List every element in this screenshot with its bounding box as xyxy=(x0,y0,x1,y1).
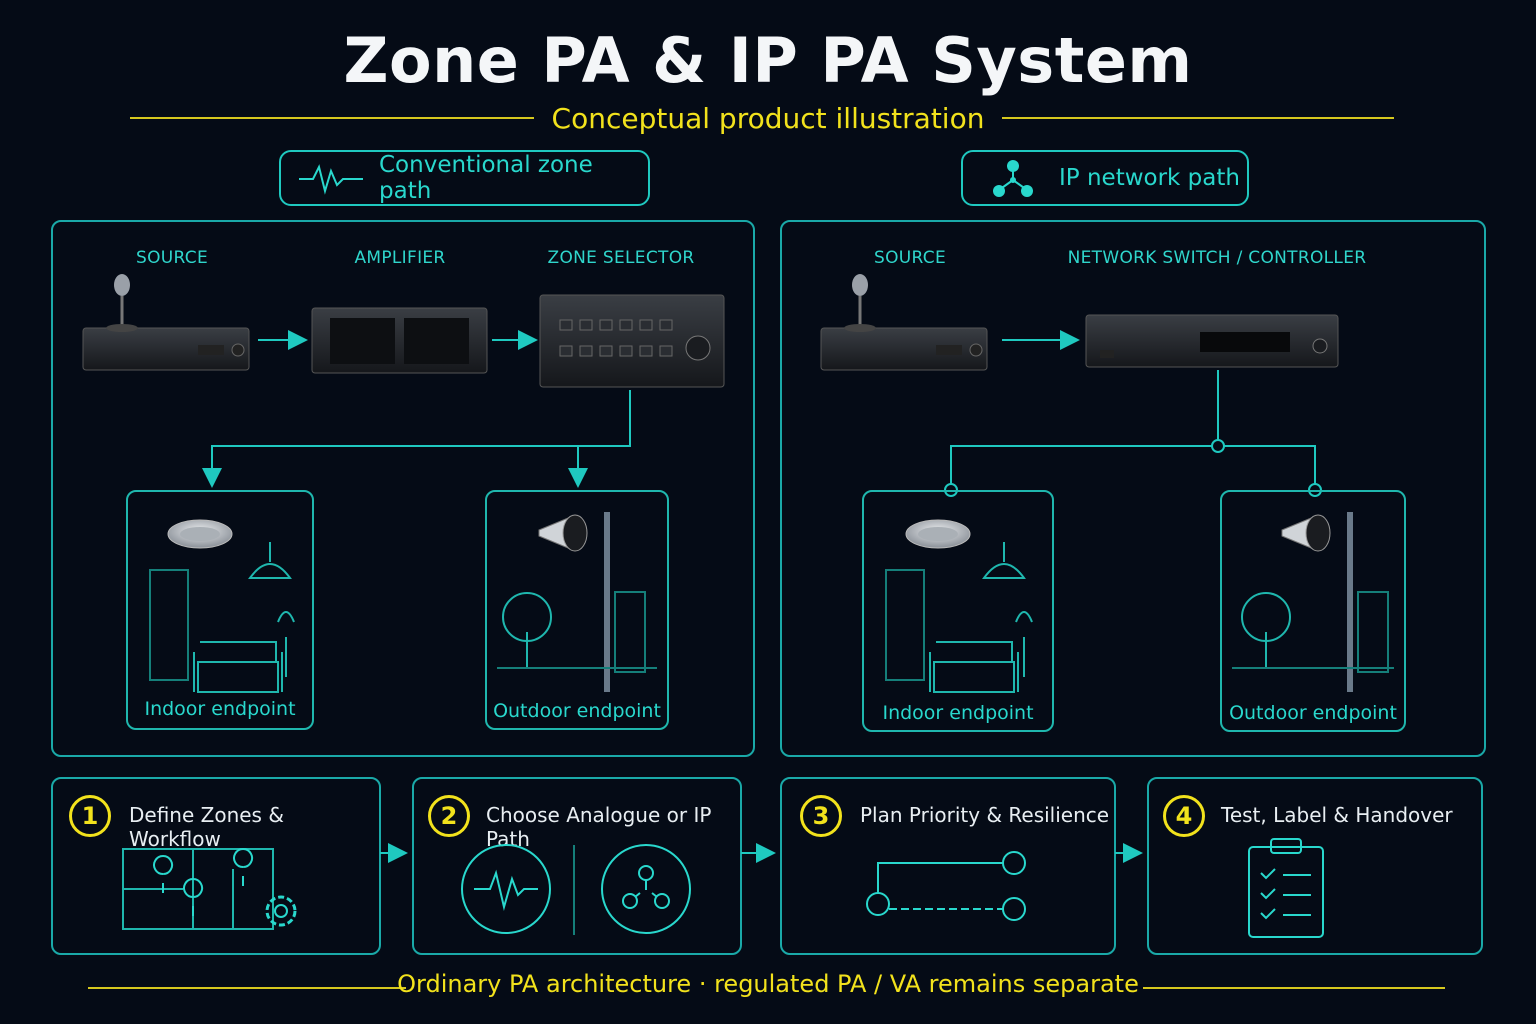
network-switch-label: NETWORK SWITCH / CONTROLLER xyxy=(1067,248,1367,268)
step-4-number: 4 xyxy=(1163,795,1205,837)
ip-panel xyxy=(780,220,1486,757)
ip-outdoor-endpoint: Outdoor endpoint xyxy=(1220,490,1406,732)
step-2-card: 2 Choose Analogue or IP Path xyxy=(412,777,742,955)
indoor-room-illustration xyxy=(885,519,1033,693)
conv-indoor-endpoint: Indoor endpoint xyxy=(126,490,314,730)
step-3-label: Plan Priority & Resilience xyxy=(860,803,1110,827)
conv-source-device xyxy=(82,274,250,371)
amplifier-label: AMPLIFIER xyxy=(354,248,446,268)
footer-note: Ordinary PA architecture · regulated PA … xyxy=(397,970,1139,998)
ip-path-pill: IP network path xyxy=(961,150,1249,206)
page-title: Zone PA & IP PA System xyxy=(343,24,1193,97)
step-2-number: 2 xyxy=(428,795,470,837)
ip-source-device xyxy=(820,274,988,371)
priority-resilience-icon xyxy=(866,851,1026,921)
footer-rule-right xyxy=(1143,987,1445,989)
step-1-label: Define Zones & Workflow xyxy=(129,803,284,851)
outdoor-street-illustration xyxy=(497,512,657,692)
ip-indoor-label: Indoor endpoint xyxy=(882,702,1034,724)
step-1-card: 1 Define Zones & Workflow xyxy=(51,777,381,955)
ip-path-label: IP network path xyxy=(1059,165,1240,191)
ip-source-label: SOURCE xyxy=(874,248,946,268)
conv-outdoor-endpoint: Outdoor endpoint xyxy=(485,490,669,730)
conventional-path-label: Conventional zone path xyxy=(379,152,593,204)
network-icon xyxy=(993,160,1033,197)
network-switch-device xyxy=(1085,314,1339,368)
conv-source-label: SOURCE xyxy=(136,248,208,268)
conventional-panel xyxy=(51,220,755,757)
page-subtitle: Conceptual product illustration xyxy=(551,102,985,135)
step-3-number: 3 xyxy=(800,795,842,837)
amplifier-device xyxy=(311,307,488,374)
zone-selector-label: ZONE SELECTOR xyxy=(547,248,695,268)
step-3-card: 3 Plan Priority & Resilience xyxy=(780,777,1116,955)
clipboard-checklist-icon xyxy=(1248,838,1324,938)
step-4-card: 4 Test, Label & Handover xyxy=(1147,777,1483,955)
step-1-number: 1 xyxy=(69,795,111,837)
waveform-icon xyxy=(299,164,363,195)
conv-indoor-label: Indoor endpoint xyxy=(144,698,296,720)
conventional-path-pill: Conventional zone path xyxy=(279,150,650,206)
step-4-label: Test, Label & Handover xyxy=(1221,803,1453,827)
subtitle-rule-left xyxy=(130,117,534,119)
ip-outdoor-label: Outdoor endpoint xyxy=(1229,702,1397,724)
conv-outdoor-label: Outdoor endpoint xyxy=(493,700,661,722)
outdoor-street-illustration xyxy=(1232,512,1394,692)
ip-indoor-endpoint: Indoor endpoint xyxy=(862,490,1054,732)
path-choice-icons xyxy=(461,844,691,935)
footer-rule-left xyxy=(88,987,406,989)
indoor-room-illustration xyxy=(149,519,295,693)
zone-map-icon xyxy=(122,848,297,930)
zone-selector-device xyxy=(539,294,725,388)
subtitle-rule-right xyxy=(1002,117,1394,119)
